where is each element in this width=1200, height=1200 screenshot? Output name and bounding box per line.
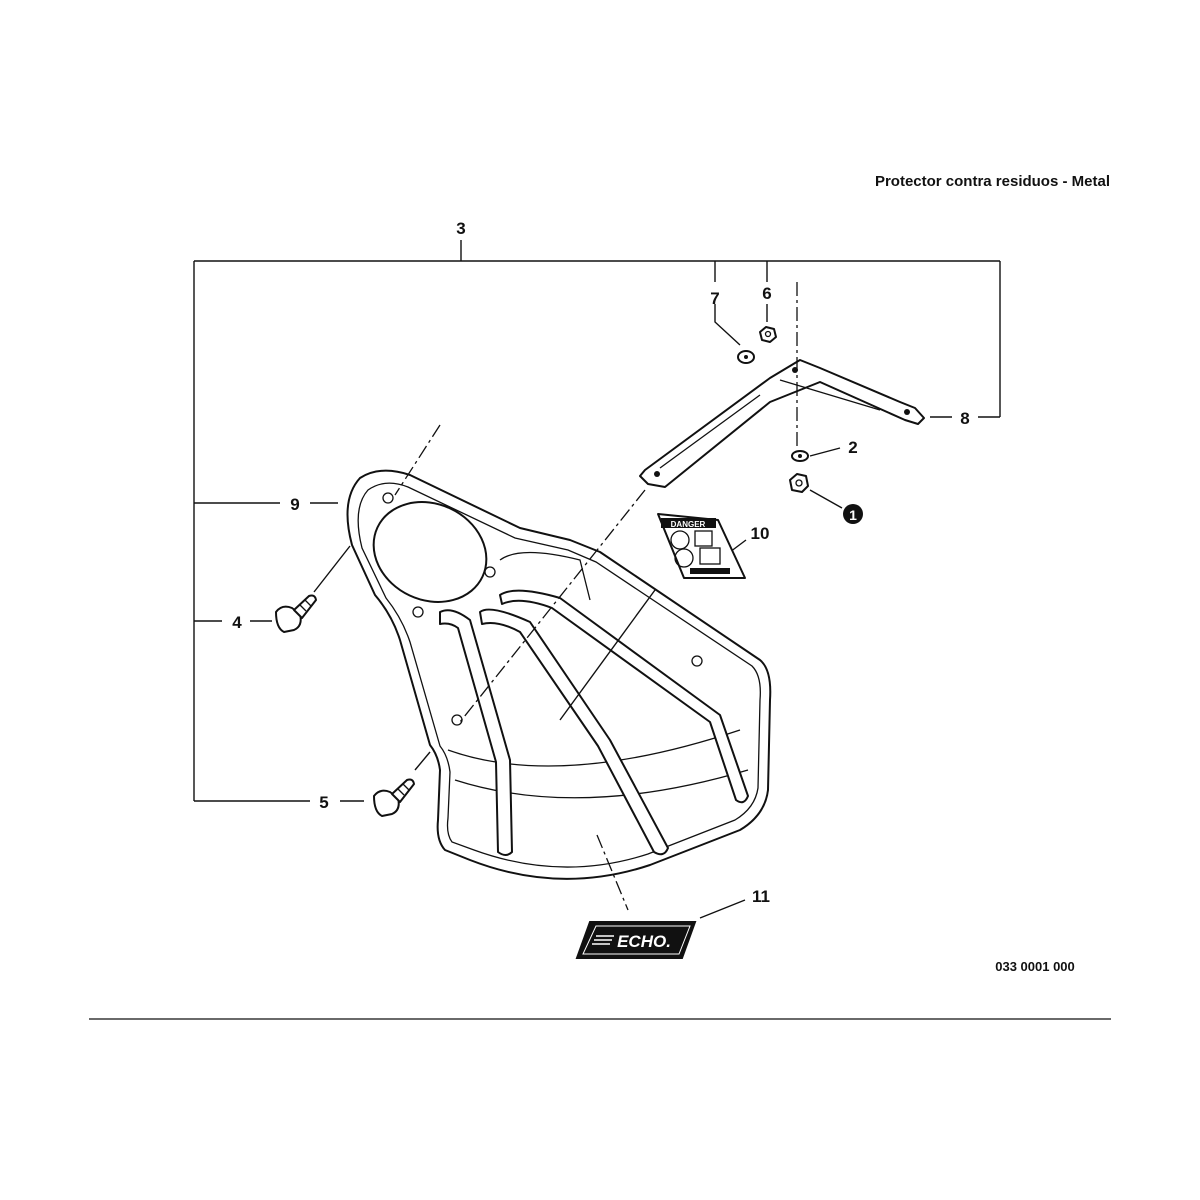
drawing-code: 033 0001 000 — [995, 959, 1075, 974]
callout-5: 5 — [319, 793, 328, 812]
callout-9: 9 — [290, 495, 299, 514]
callout-11: 11 — [752, 887, 770, 906]
diagram-title: Protector contra residuos - Metal — [875, 173, 1110, 190]
callout-6: 6 — [762, 284, 771, 303]
callout-7: 7 — [710, 289, 719, 308]
callout-3: 3 — [456, 219, 465, 238]
callout-8: 8 — [960, 409, 969, 428]
support-bracket-part-8 — [639, 359, 925, 488]
leader-lines — [250, 304, 952, 919]
assembly-bracket — [193, 240, 1001, 802]
bolt-part-4 — [275, 594, 317, 633]
echo-logo-text: ECHO. — [617, 932, 671, 951]
debris-shield-part-9 — [346, 469, 772, 880]
echo-logo-decal-part-11: ECHO. — [575, 921, 697, 959]
assembly-centerlines — [394, 282, 798, 911]
callout-4: 4 — [232, 613, 242, 632]
callout-10: 10 — [751, 524, 770, 543]
nut-part-1 — [789, 473, 809, 493]
danger-decal-part-10: DANGER — [657, 513, 746, 579]
washer-part-2 — [791, 450, 809, 462]
nut-part-6 — [759, 326, 777, 343]
callout-1-badge: 1 — [843, 504, 863, 524]
danger-decal-text: DANGER — [671, 520, 706, 529]
bolt-part-5 — [373, 778, 415, 817]
callout-1: 1 — [849, 507, 857, 523]
washer-part-7 — [737, 350, 755, 364]
callout-2: 2 — [848, 438, 857, 457]
